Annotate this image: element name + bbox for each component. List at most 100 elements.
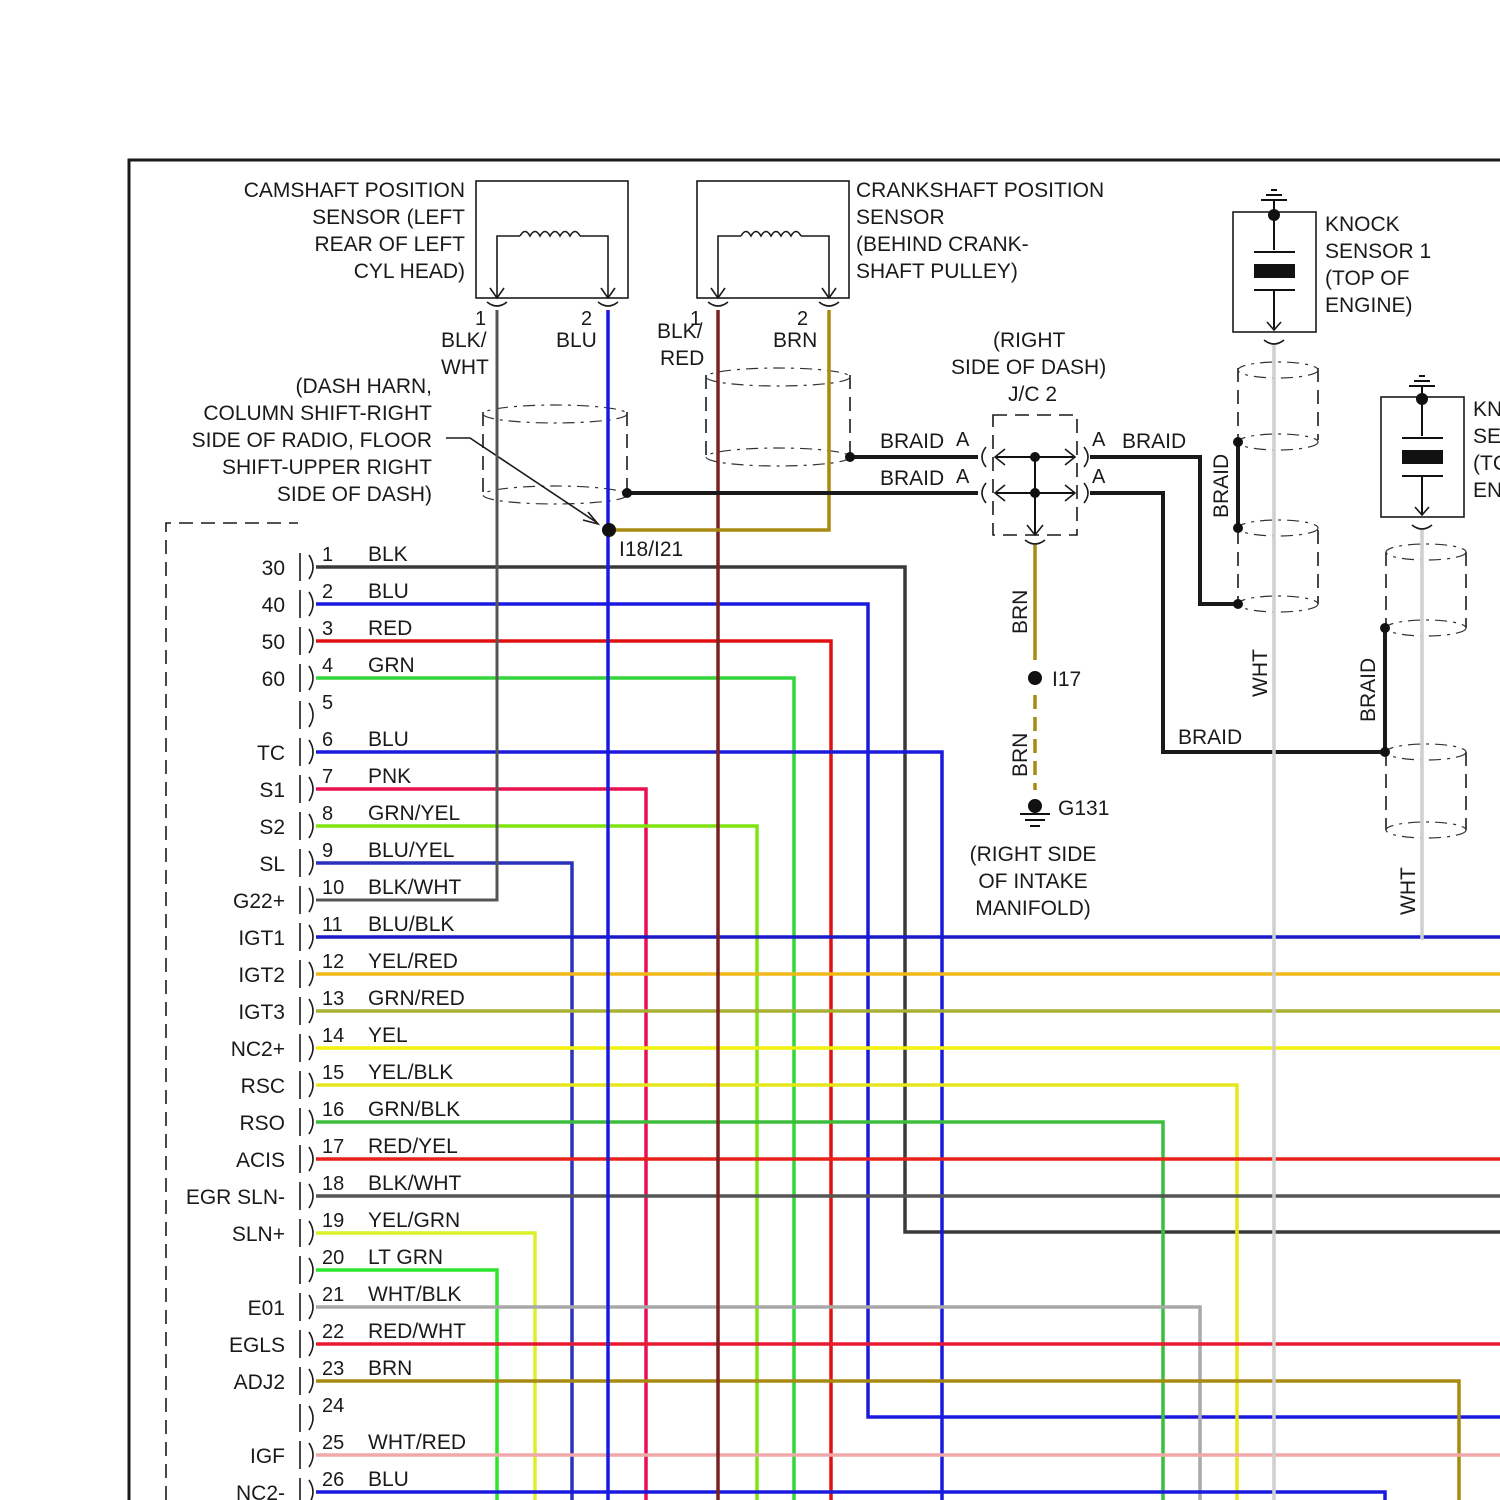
connector-pin-5: 5 [300,692,333,729]
wire-color-label: BRN [368,1357,412,1380]
wire-color-label: BLU [368,1468,409,1491]
braid-letter-upper-right: A [1092,429,1106,451]
coil-icon [741,232,801,237]
pin-number: 18 [322,1173,344,1195]
cam-wire-1-label-b: WHT [441,356,489,379]
dash-harness-line-2: COLUMN SHIFT-RIGHT [203,402,432,425]
pin-number: 17 [322,1136,344,1158]
pin-number: 2 [322,581,333,603]
crank-sensor-label-4: SHAFT PULLEY) [856,260,1018,283]
wire-pin-23 [316,1381,1459,1500]
ks2-label-1: KN [1473,398,1500,421]
ecm-terminal-label: S2 [259,816,285,839]
ecm-terminal-label: 60 [262,668,285,691]
ks2-label-4: EN [1473,479,1500,502]
dash-harness-line-1: (DASH HARN, [295,375,432,398]
ecm-terminal-label: RSO [239,1112,285,1135]
splice-i18-i21-label: I18/I21 [619,538,683,561]
connector-pin-4: 604GRN [262,654,415,692]
crank-wire-1-label-b: RED [660,347,704,370]
connector-pin-17: ACIS17RED/YEL [236,1135,458,1173]
ecm-terminal-label: RSC [241,1075,285,1098]
leader-line [446,438,596,522]
ecm-terminal-label: NC2- [236,1482,285,1500]
wire-color-label: YEL/BLK [368,1061,453,1084]
connector-pin-16: RSO16GRN/BLK [239,1098,460,1136]
g131-location-3: MANIFOLD) [975,897,1091,920]
cam-pin-2: 2 [581,308,592,330]
braid-label-upper-right: BRAID [1122,430,1186,453]
wire-color-label: RED/WHT [368,1320,466,1343]
connector-pin-24: 24 [300,1395,344,1432]
wire-color-label: YEL/RED [368,950,458,973]
pin-number: 1 [322,544,333,566]
wire-color-label: YEL [368,1024,408,1047]
splice-i17-label: I17 [1052,668,1081,691]
braid-label-bottom: BRAID [1178,726,1242,749]
g131-location-2: OF INTAKE [978,870,1087,893]
pin-number: 22 [322,1321,344,1343]
wire-color-label: LT GRN [368,1246,443,1269]
ecm-terminal-label: G22+ [233,890,285,913]
pin-number: 13 [322,988,344,1010]
wire-color-label: BLU [368,728,409,751]
ecm-terminal-label: E01 [248,1297,285,1320]
junction-connector-jc2: (RIGHT SIDE OF DASH) J/C 2 [951,329,1106,544]
cam-sensor-label-3: REAR OF LEFT [314,233,465,256]
crank-sensor-label-2: SENSOR [856,206,945,229]
crank-sensor-label-3: (BEHIND CRANK- [856,233,1029,256]
ecm-terminal-label: 30 [262,557,285,580]
wire-pin-7 [316,789,646,1500]
cam-sensor-label-1: CAMSHAFT POSITION [244,179,465,202]
knock-sensor-2: KN SE (TC EN [1381,376,1500,529]
pin-number: 25 [322,1432,344,1454]
shield-ks2 [1386,544,1466,838]
wire-color-label: GRN/RED [368,987,465,1010]
pin-number: 8 [322,803,333,825]
wht-ks1-label: WHT [1249,649,1272,697]
ecm-terminal-label: TC [257,742,285,765]
pin-number: 10 [322,877,344,899]
wire-color-label: GRN/YEL [368,802,460,825]
ks1-label-3: (TOP OF [1325,267,1409,290]
wire-color-label: BLU [368,580,409,603]
pin-number: 23 [322,1358,344,1380]
wire-color-label: RED/YEL [368,1135,458,1158]
crank-pin-2: 2 [797,308,808,330]
dash-harness-label: (DASH HARN, COLUMN SHIFT-RIGHT SIDE OF R… [192,375,598,524]
pin-number: 4 [322,655,333,677]
camshaft-sensor: CAMSHAFT POSITION SENSOR (LEFT REAR OF L… [244,179,628,379]
coil-icon [520,232,580,237]
wht-ks2-label: WHT [1397,867,1420,915]
connector-pin-21: E0121WHT/BLK [248,1283,462,1321]
wire-color-label: GRN/BLK [368,1098,460,1121]
wire-color-label: BLU/BLK [368,913,454,936]
jc2-label-3: J/C 2 [1008,383,1057,406]
connector-pin-3: 503RED [262,617,413,655]
crank-sensor-label-1: CRANKSHAFT POSITION [856,179,1104,202]
ground-g131-label: G131 [1058,797,1109,820]
ecm-terminal-label: NC2+ [231,1038,285,1061]
cam-sensor-label-4: CYL HEAD) [354,260,465,283]
braid-junction-crank [845,452,855,462]
pin-number: 9 [322,840,333,862]
ecm-terminal-label: IGT2 [238,964,285,987]
connector-pin-12: IGT2 12 YEL/RED [238,950,458,988]
wire-color-label: BLK [368,543,408,566]
pin-number: 12 [322,951,344,973]
ks1-label-2: SENSOR 1 [1325,240,1431,263]
pin-number: 3 [322,618,333,640]
wires [316,567,1500,1500]
cam-wire-2-label: BLU [556,329,597,352]
splice-i17 [1028,671,1042,685]
connector-pin-20: 20LT GRN [300,1246,443,1284]
connector-pins: 301BLK402BLU503RED604GRN5TC6BLUS17PNKS28… [186,543,466,1500]
braid-letter-lower-right: A [1092,466,1106,488]
ks2-label-2: SE [1473,425,1500,448]
